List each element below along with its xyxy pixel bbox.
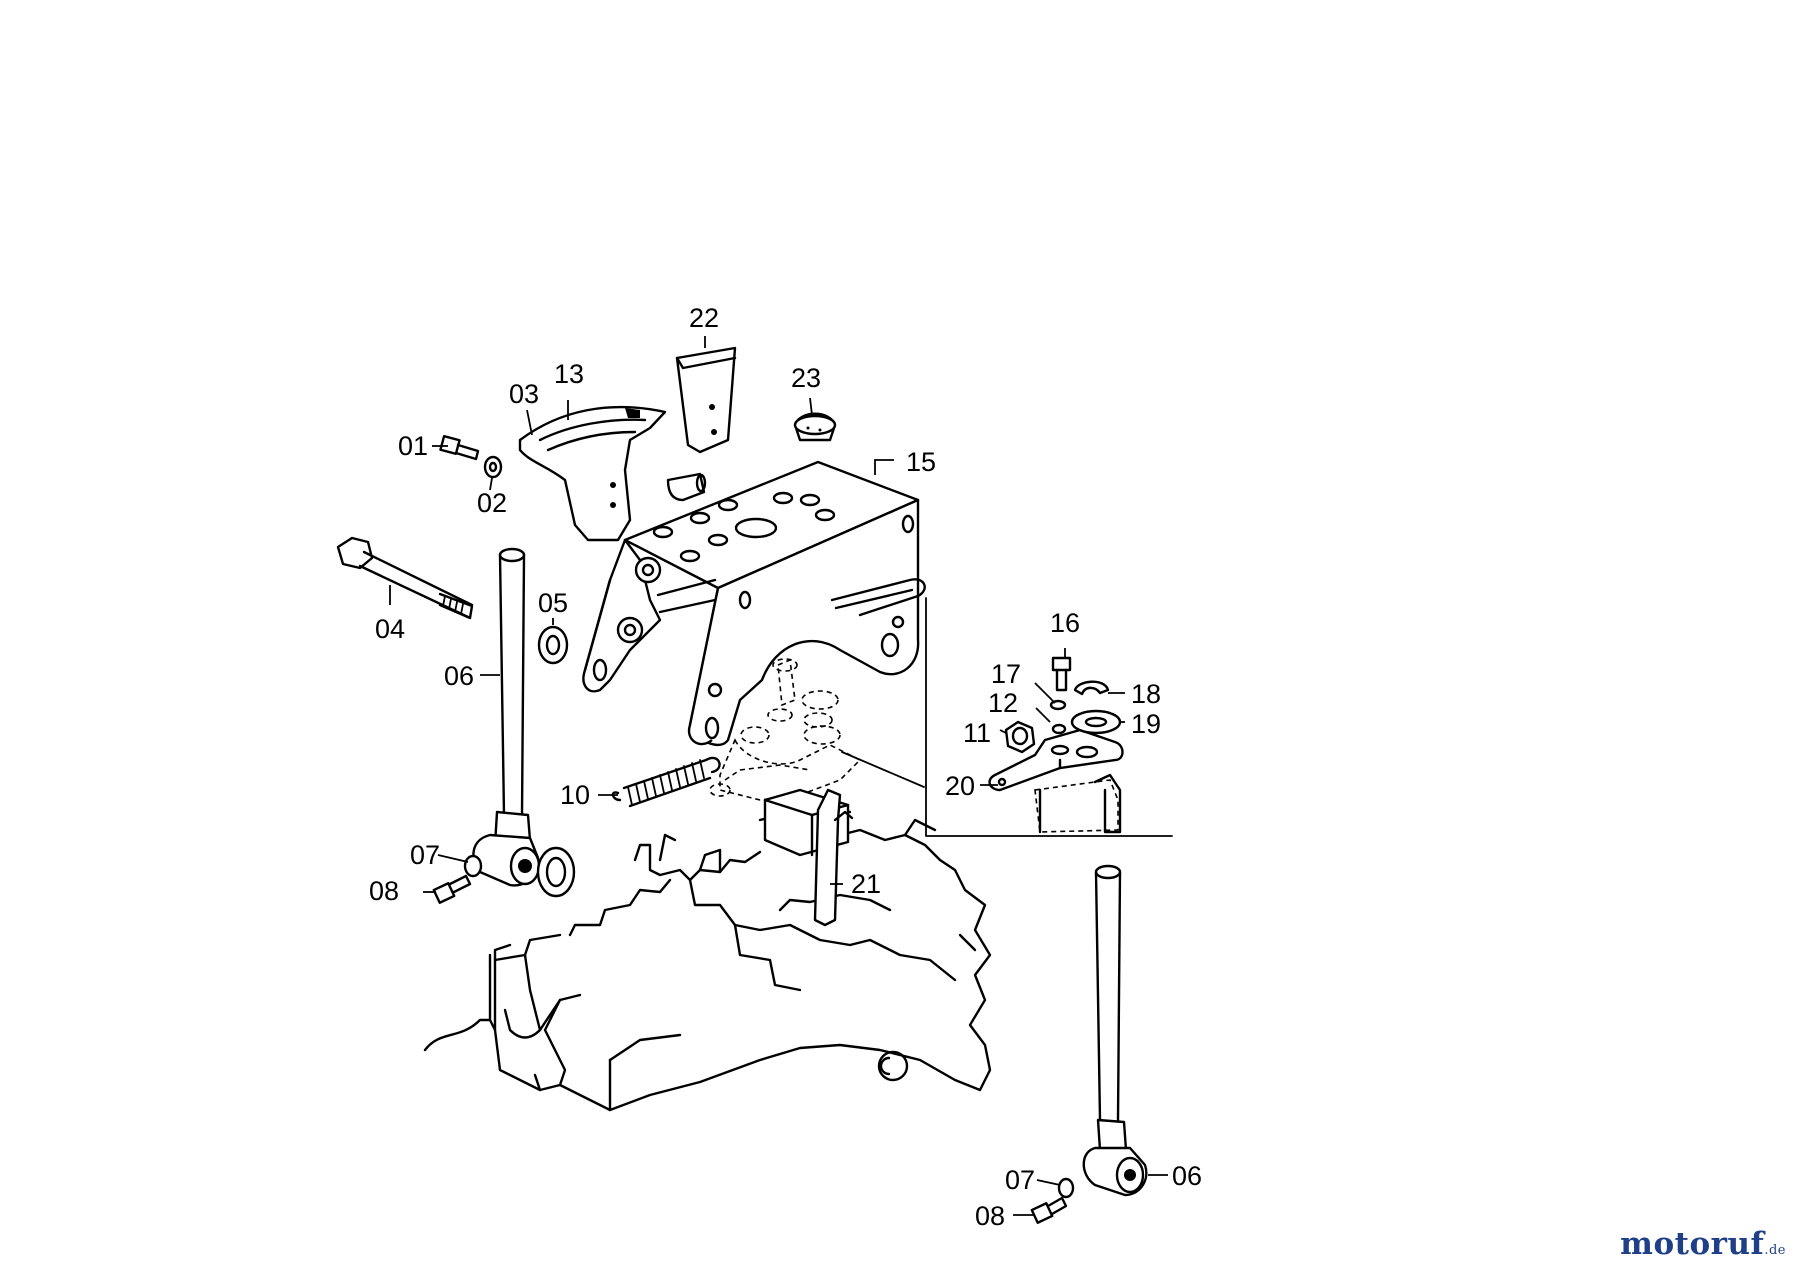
- part-23-knob: [793, 412, 837, 442]
- callout-05: 05: [538, 588, 568, 618]
- callout-01: 01: [398, 431, 428, 461]
- callout-labels: 01 02 03 13 22 23 15 04 05 06 07 08 10 2…: [369, 303, 1202, 1231]
- callout-04: 04: [375, 614, 405, 644]
- callout-02: 02: [477, 488, 507, 518]
- callout-07-right: 07: [1005, 1165, 1035, 1195]
- callout-15: 15: [906, 447, 936, 477]
- part-18-clip: [1073, 680, 1110, 696]
- part-07-washer-left: [463, 854, 483, 878]
- sleeve-part: [536, 846, 576, 898]
- callout-23: 23: [791, 363, 821, 393]
- watermark-logo: motoruf.de: [1620, 1226, 1786, 1262]
- part-04-bolt: [336, 536, 474, 620]
- part-06-rod-right: [1082, 864, 1148, 1197]
- callout-21: 21: [851, 869, 881, 899]
- part-15-bracket: [582, 460, 926, 747]
- callout-08-left: 08: [369, 876, 399, 906]
- bush-part: [666, 472, 707, 502]
- callout-12: 12: [988, 688, 1018, 718]
- part-16-bolt: [1051, 656, 1072, 692]
- part-11-nut: [1004, 720, 1036, 754]
- part-05-washer: [537, 625, 569, 665]
- callout-16: 16: [1050, 608, 1080, 638]
- part-08-bolt-right: [1030, 1196, 1068, 1224]
- part-01-bolt: [439, 434, 480, 461]
- part-20-link-plate: [988, 728, 1124, 792]
- callout-13: 13: [554, 359, 584, 389]
- callout-08-right: 08: [975, 1201, 1005, 1231]
- callout-17: 17: [991, 659, 1021, 689]
- callout-06-right: 06: [1172, 1161, 1202, 1191]
- part-03-13-quadrant: [518, 405, 667, 542]
- part-12-washer: [1051, 723, 1067, 735]
- callout-03: 03: [509, 379, 539, 409]
- callout-20: 20: [945, 771, 975, 801]
- part-19-washer: [1070, 709, 1122, 735]
- callout-10: 10: [560, 780, 590, 810]
- part-06-rod-left: [472, 547, 541, 887]
- part-10-spring: [611, 756, 721, 808]
- part-08-bolt-left: [432, 874, 472, 904]
- part-07-washer-right: [1057, 1177, 1075, 1199]
- part-21-shift-block: [763, 788, 854, 927]
- callout-07-left: 07: [410, 840, 440, 870]
- callout-11: 11: [963, 718, 991, 748]
- watermark-tld: .de: [1764, 1243, 1786, 1258]
- callout-19: 19: [1131, 709, 1161, 739]
- callout-06-left: 06: [444, 661, 474, 691]
- engine-housing: [423, 808, 992, 1112]
- callout-leaders: [389, 336, 1168, 1216]
- assembly-leaders: [841, 597, 1173, 837]
- callout-18: 18: [1131, 679, 1161, 709]
- part-02-washer: [483, 455, 503, 479]
- watermark-text: motoruf: [1620, 1226, 1765, 1262]
- part-22-plate: [675, 346, 737, 454]
- housing-bracket-right: [1034, 773, 1122, 834]
- callout-22: 22: [689, 303, 719, 333]
